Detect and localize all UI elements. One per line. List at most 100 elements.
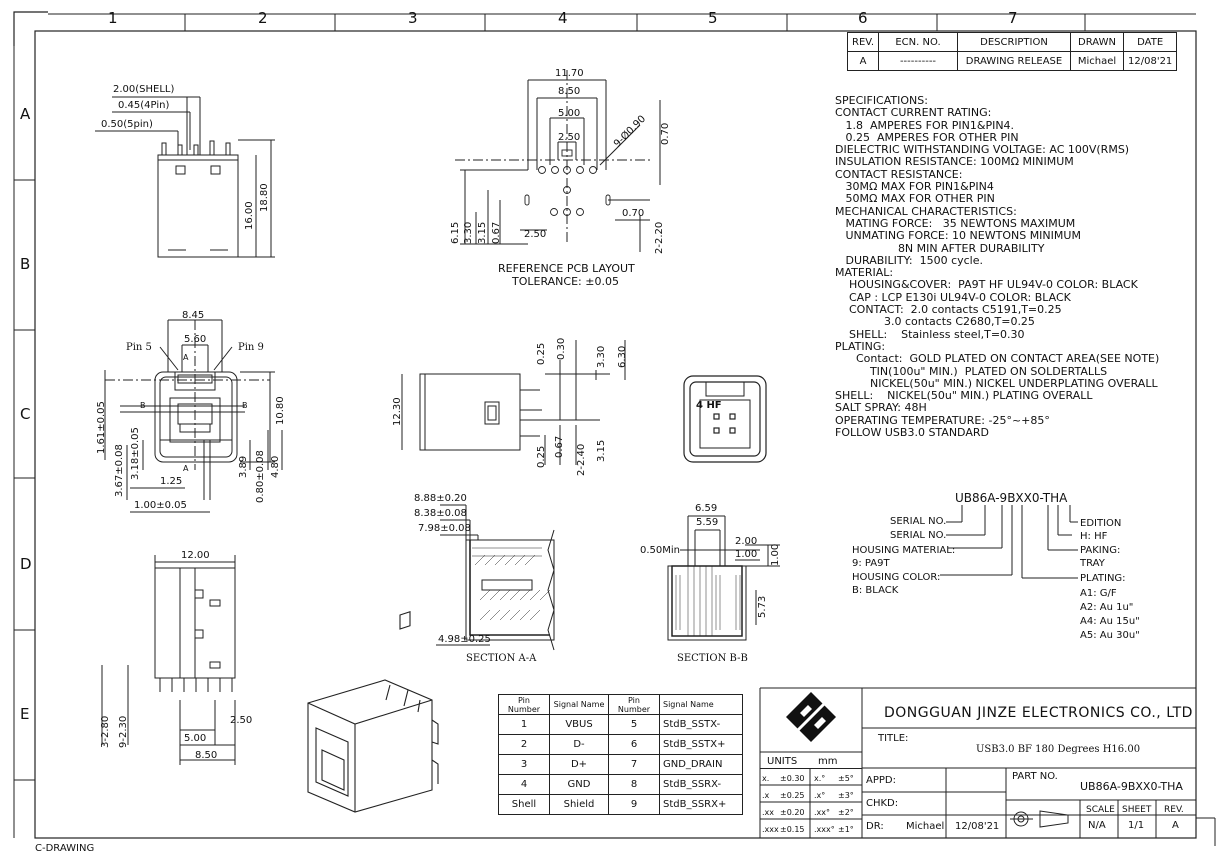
dim-4pin: 0.45(4Pin)	[118, 100, 170, 111]
desc-value: DRAWING RELEASE	[957, 51, 1071, 71]
revision-table: REV. ECN. NO. DESCRIPTION DRAWN DATE A -…	[847, 32, 1178, 71]
section-marker-a-top: A	[183, 353, 189, 362]
dim-12-00: 12.00	[181, 550, 210, 561]
pin-cell: StdB_SSRX+	[659, 794, 743, 815]
rev-value: A	[847, 51, 879, 71]
pin-cell: 8	[608, 774, 660, 795]
dim-6-59: 6.59	[695, 503, 718, 514]
housing-mark: 4 HF	[696, 400, 722, 411]
dim-3-15: 3.15	[477, 221, 488, 244]
pin-header-number-2: Pin Number	[608, 694, 660, 715]
tol-cell: x.	[762, 774, 770, 783]
dr-label: DR:	[866, 821, 884, 832]
dim-8-38: 8.38±0.08	[414, 508, 467, 519]
housing-material-value: 9: PA9T	[852, 558, 890, 569]
dim-2-2-20: 2-2.20	[654, 221, 665, 254]
tolerance-grid	[760, 768, 862, 838]
tol-cell: .x°	[814, 791, 826, 800]
dim-s-6-30: 6.30	[617, 345, 628, 368]
spec-line: OPERATING TEMPERATURE: -25°~+85°	[835, 413, 1050, 427]
part-code: UB86A-9BXX0-THA	[955, 491, 1068, 505]
dim-0-70-b: 0.70	[622, 208, 645, 219]
dim-s-0-25: 0.25	[536, 342, 547, 365]
edition-label: EDITION	[1080, 518, 1122, 529]
housing-material-label: HOUSING MATERIAL:	[852, 545, 956, 556]
dim-s-0-67: 0.67	[554, 435, 565, 458]
pin-header-signal: Signal Name	[549, 694, 609, 715]
company-logo	[786, 692, 836, 742]
dim-s-0-30: 0.30	[556, 337, 567, 360]
spec-line: PLATING:	[835, 339, 886, 353]
pin-cell: 7	[608, 754, 660, 775]
tol-cell: x.°	[814, 774, 826, 783]
rev-header-desc: DESCRIPTION	[957, 32, 1071, 52]
dim-3-89: 3.89	[238, 455, 249, 478]
grid-col-3: 3	[408, 9, 418, 27]
tol-cell: ±2°	[838, 808, 854, 817]
date-value: 12/08'21	[1122, 51, 1178, 71]
dim-8-88: 8.88±0.20	[414, 493, 467, 504]
pin-cell: 3	[498, 754, 550, 775]
paking-value: TRAY	[1080, 558, 1105, 569]
dim-16-00: 16.00	[244, 201, 255, 230]
dim-1-00-vert: 1.00	[770, 543, 781, 566]
tol-cell: ±1°	[838, 825, 854, 834]
spec-line: 8N MIN AFTER DURABILITY	[835, 241, 1045, 255]
footer-label: C-DRAWING	[35, 843, 95, 854]
dim-4-80: 4.80	[270, 455, 281, 478]
grid-row-e: E	[20, 705, 30, 723]
drawing-title: USB3.0 BF 180 Degrees H16.00	[976, 744, 1141, 755]
pin-cell: StdB_SSRX-	[659, 774, 743, 795]
spec-line: MATING FORCE: 35 NEWTONS MAXIMUM	[835, 216, 1076, 230]
pin-header-signal-2: Signal Name	[659, 694, 743, 715]
spec-line: Contact: GOLD PLATED ON CONTACT AREA(SEE…	[835, 352, 1160, 366]
pin-cell: GND_DRAIN	[659, 754, 743, 775]
dr-name: Michael	[906, 821, 945, 832]
dim-0-80: 0.80±0.08	[255, 450, 266, 503]
spec-line: CAP : LCP E130i UL94V-0 COLOR: BLACK	[835, 290, 1071, 304]
tol-cell: ±0.20	[780, 808, 805, 817]
plating-a1: A1: G/F	[1080, 588, 1117, 599]
scale-value: N/A	[1088, 820, 1106, 831]
label-pin-9: Pin 9	[238, 342, 264, 353]
part-no-value: UB86A-9BXX0-THA	[1080, 780, 1183, 793]
section-b-caption: SECTION B-B	[677, 653, 748, 664]
pin-cell: 1	[498, 714, 550, 735]
sheet-label: SHEET	[1122, 805, 1152, 815]
section-marker-b-left: B	[140, 401, 146, 410]
tol-cell: .x	[762, 791, 770, 800]
grid-col-2: 2	[258, 9, 268, 27]
pin-cell: 6	[608, 734, 660, 755]
pin-cell: 9	[608, 794, 660, 815]
spec-line: SHELL: NICKEL(50u" MIN.) PLATING OVERALL	[835, 389, 1093, 403]
spec-line: DURABILITY: 1500 cycle.	[835, 253, 983, 267]
specifications-block: SPECIFICATIONS:CONTACT CURRENT RATING: 1…	[835, 94, 1160, 439]
grid-col-5: 5	[708, 9, 718, 27]
dim-5-73: 5.73	[757, 595, 768, 618]
dim-9-2-30: 9-2.30	[118, 715, 129, 748]
pin-cell: 5	[608, 714, 660, 735]
grid-col-1: 1	[108, 9, 118, 27]
dr-date: 12/08'21	[955, 821, 1000, 832]
dim-4-98: 4.98±0.25	[438, 634, 491, 645]
rev-header-date: DATE	[1122, 32, 1178, 52]
spec-line: MATERIAL:	[835, 266, 894, 280]
dim-5-60: 5.60	[184, 334, 207, 345]
rev-header-ecn: ECN. NO.	[878, 32, 958, 52]
dim-0-50min: 0.50Min	[640, 545, 681, 556]
part-no-label: PART NO.	[1012, 771, 1058, 782]
dim-1-61: 1.61±0.05	[96, 401, 107, 454]
pin-cell: 4	[498, 774, 550, 795]
dim-6-15: 6.15	[450, 221, 461, 244]
tol-cell: .xx	[762, 808, 775, 817]
housing-color-label: HOUSING COLOR:	[852, 572, 941, 583]
dim-1-25: 1.25	[160, 476, 183, 487]
rev-header-rev: REV.	[847, 32, 879, 52]
plating-a5: A5: Au 30u"	[1080, 630, 1140, 641]
plating-a4: A4: Au 15u"	[1080, 616, 1140, 627]
